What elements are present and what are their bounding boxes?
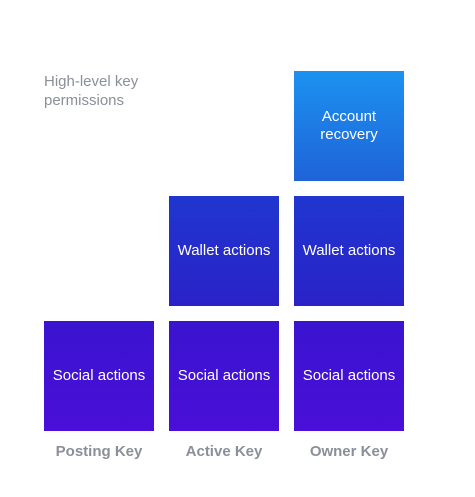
posting-social-actions-block: Social actions (44, 321, 154, 431)
owner-social-actions-block: Social actions (294, 321, 404, 431)
owner-key-label: Owner Key (309, 443, 389, 460)
block-label: Account recovery (320, 108, 378, 143)
posting-key-label: Posting Key (55, 443, 143, 460)
active-wallet-actions-block: Wallet actions (169, 196, 279, 306)
owner-wallet-actions-block: Wallet actions (294, 196, 404, 306)
block-label: Social actions (177, 367, 271, 384)
owner-account-recovery-block: Account recovery (294, 71, 404, 181)
block-label: Social actions (302, 367, 396, 384)
active-key-label: Active Key (185, 443, 263, 460)
block-label: Social actions (52, 367, 146, 384)
diagram-heading: High-level key permissions (44, 73, 139, 109)
block-label: Wallet actions (177, 242, 271, 259)
block-label: Wallet actions (302, 242, 396, 259)
active-social-actions-block: Social actions (169, 321, 279, 431)
